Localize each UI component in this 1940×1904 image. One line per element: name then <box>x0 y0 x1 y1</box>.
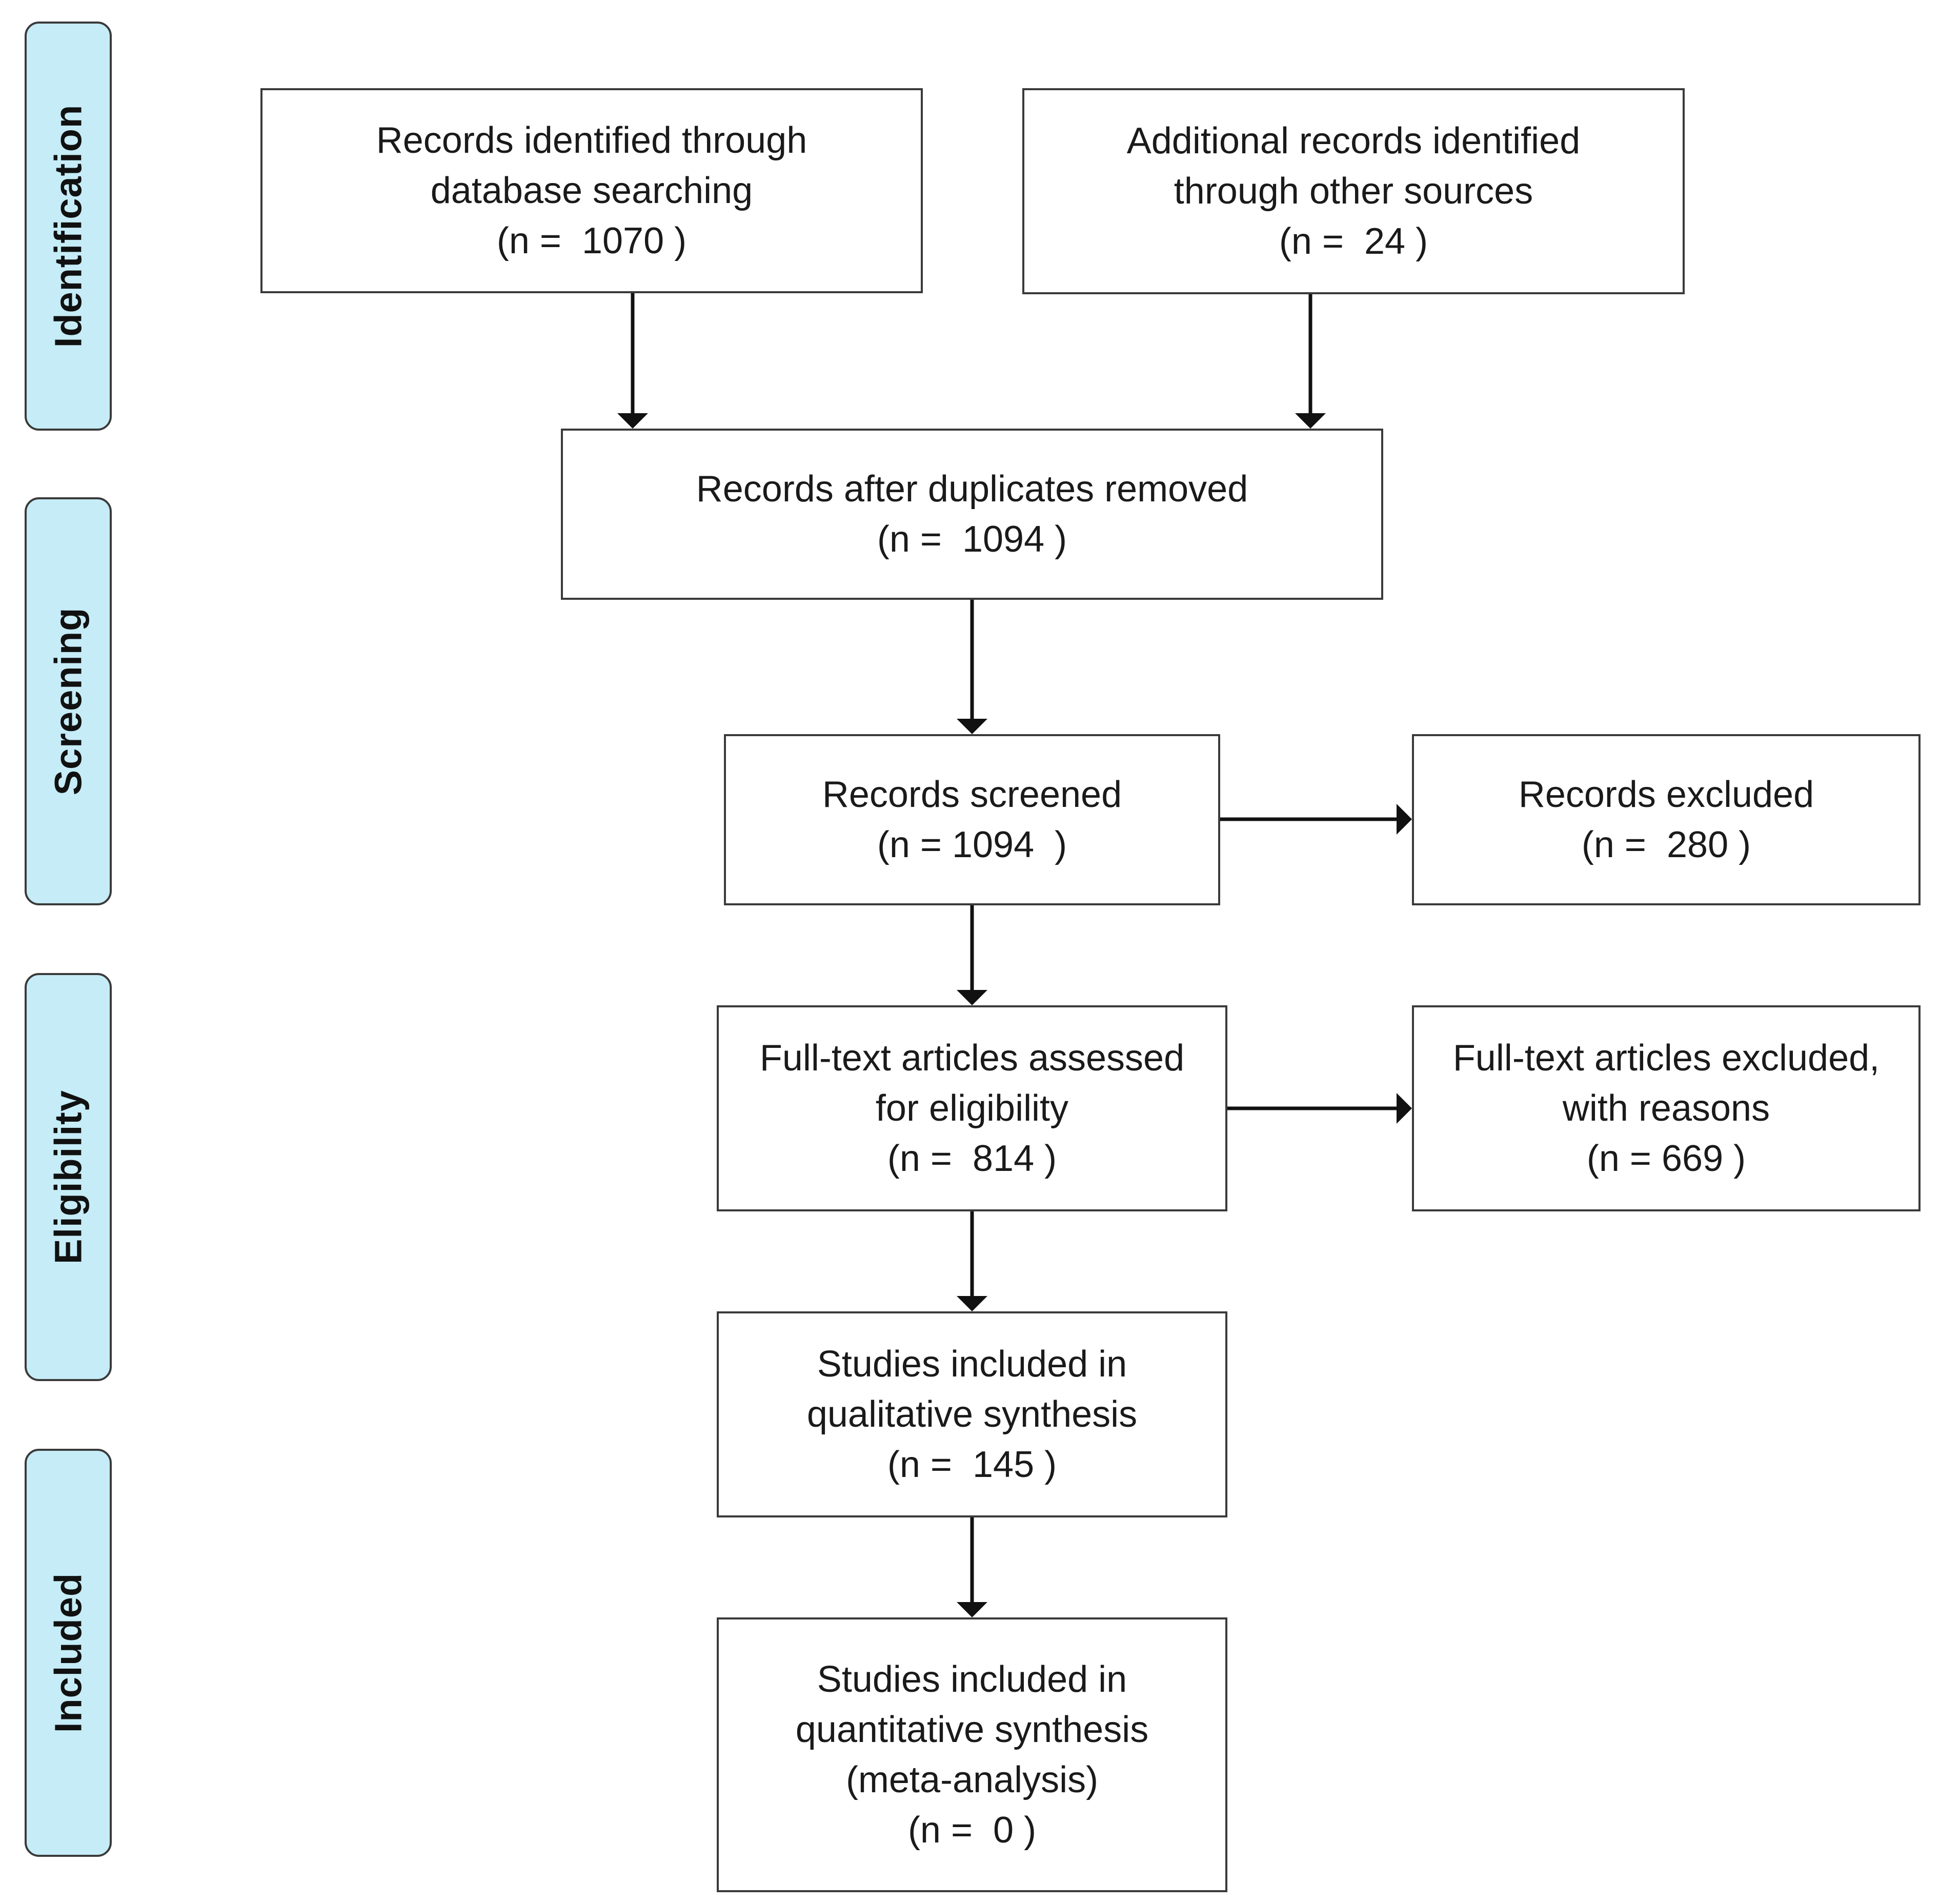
phase-eligibility-label: Eligibility <box>47 1090 90 1264</box>
arrow-other-to-duplicates <box>1295 293 1326 429</box>
box-fulltext-assessed-line-2: for eligibility <box>875 1088 1069 1129</box>
box-qualitative-line-2: qualitative synthesis <box>806 1394 1138 1435</box>
box-fulltext-assessed-line-1: Full-text articles assessed <box>759 1038 1185 1079</box>
arrow-duplicates-to-screened <box>957 599 987 734</box>
arrow-database-to-duplicates <box>617 292 648 429</box>
box-fulltext-assessed-count: (n = 814 ) <box>887 1138 1057 1179</box>
box-database-records-line-1: Records identified through <box>376 120 807 161</box>
arrow-screened-to-excluded <box>1220 804 1412 835</box>
box-after-duplicates: Records after duplicates removed (n = 10… <box>561 429 1383 600</box>
box-fulltext-excluded: Full-text articles excluded, with reason… <box>1412 1005 1921 1211</box>
box-screened: Records screened (n = 1094 ) <box>724 734 1220 905</box>
box-screened-count: (n = 1094 ) <box>877 824 1067 865</box>
box-other-records-count: (n = 24 ) <box>1279 221 1428 262</box>
box-fulltext-assessed: Full-text articles assessed for eligibil… <box>717 1005 1227 1211</box>
box-qualitative-count: (n = 145 ) <box>887 1444 1057 1485</box>
box-qualitative-line-1: Studies included in <box>817 1344 1127 1385</box>
box-other-records-line-1: Additional records identified <box>1126 120 1581 161</box>
box-after-duplicates-line-1: Records after duplicates removed <box>696 469 1248 510</box>
box-records-excluded-line-1: Records excluded <box>1518 774 1814 815</box>
box-quantitative-line-2: quantitative synthesis <box>795 1709 1149 1750</box>
arrow-qualitative-to-quantitative <box>957 1517 987 1617</box>
phase-identification: Identification <box>25 22 112 431</box>
box-records-excluded: Records excluded (n = 280 ) <box>1412 734 1921 905</box>
box-database-records-count: (n = 1070 ) <box>496 220 687 261</box>
box-fulltext-excluded-count: (n = 669 ) <box>1586 1138 1746 1179</box>
box-after-duplicates-count: (n = 1094 ) <box>877 519 1067 560</box>
box-quantitative-line-3: (meta-analysis) <box>845 1759 1099 1800</box>
box-database-records-line-2: database searching <box>430 170 753 211</box>
box-other-records: Additional records identified through ot… <box>1022 88 1685 294</box>
box-quantitative-line-1: Studies included in <box>817 1659 1127 1700</box>
box-quantitative-synthesis: Studies included in quantitative synthes… <box>717 1617 1227 1892</box>
phase-identification-label: Identification <box>47 104 90 348</box>
box-database-records: Records identified through database sear… <box>260 88 923 293</box>
phase-screening-label: Screening <box>47 607 90 796</box>
arrow-fulltext-to-excluded <box>1227 1093 1412 1124</box>
phase-included: Included <box>25 1449 112 1857</box>
arrow-fulltext-to-qualitative <box>957 1211 987 1311</box>
box-other-records-line-2: through other sources <box>1174 171 1533 212</box>
box-qualitative-synthesis: Studies included in qualitative synthesi… <box>717 1311 1227 1517</box>
box-quantitative-count: (n = 0 ) <box>907 1810 1037 1851</box>
box-screened-line-1: Records screened <box>822 774 1122 815</box>
box-fulltext-excluded-line-1: Full-text articles excluded, <box>1452 1038 1880 1079</box>
arrow-screened-to-fulltext <box>957 905 987 1005</box>
box-records-excluded-count: (n = 280 ) <box>1581 824 1751 865</box>
phase-eligibility: Eligibility <box>25 973 112 1381</box>
box-fulltext-excluded-line-2: with reasons <box>1562 1088 1770 1129</box>
phase-included-label: Included <box>47 1572 90 1733</box>
phase-screening: Screening <box>25 497 112 905</box>
